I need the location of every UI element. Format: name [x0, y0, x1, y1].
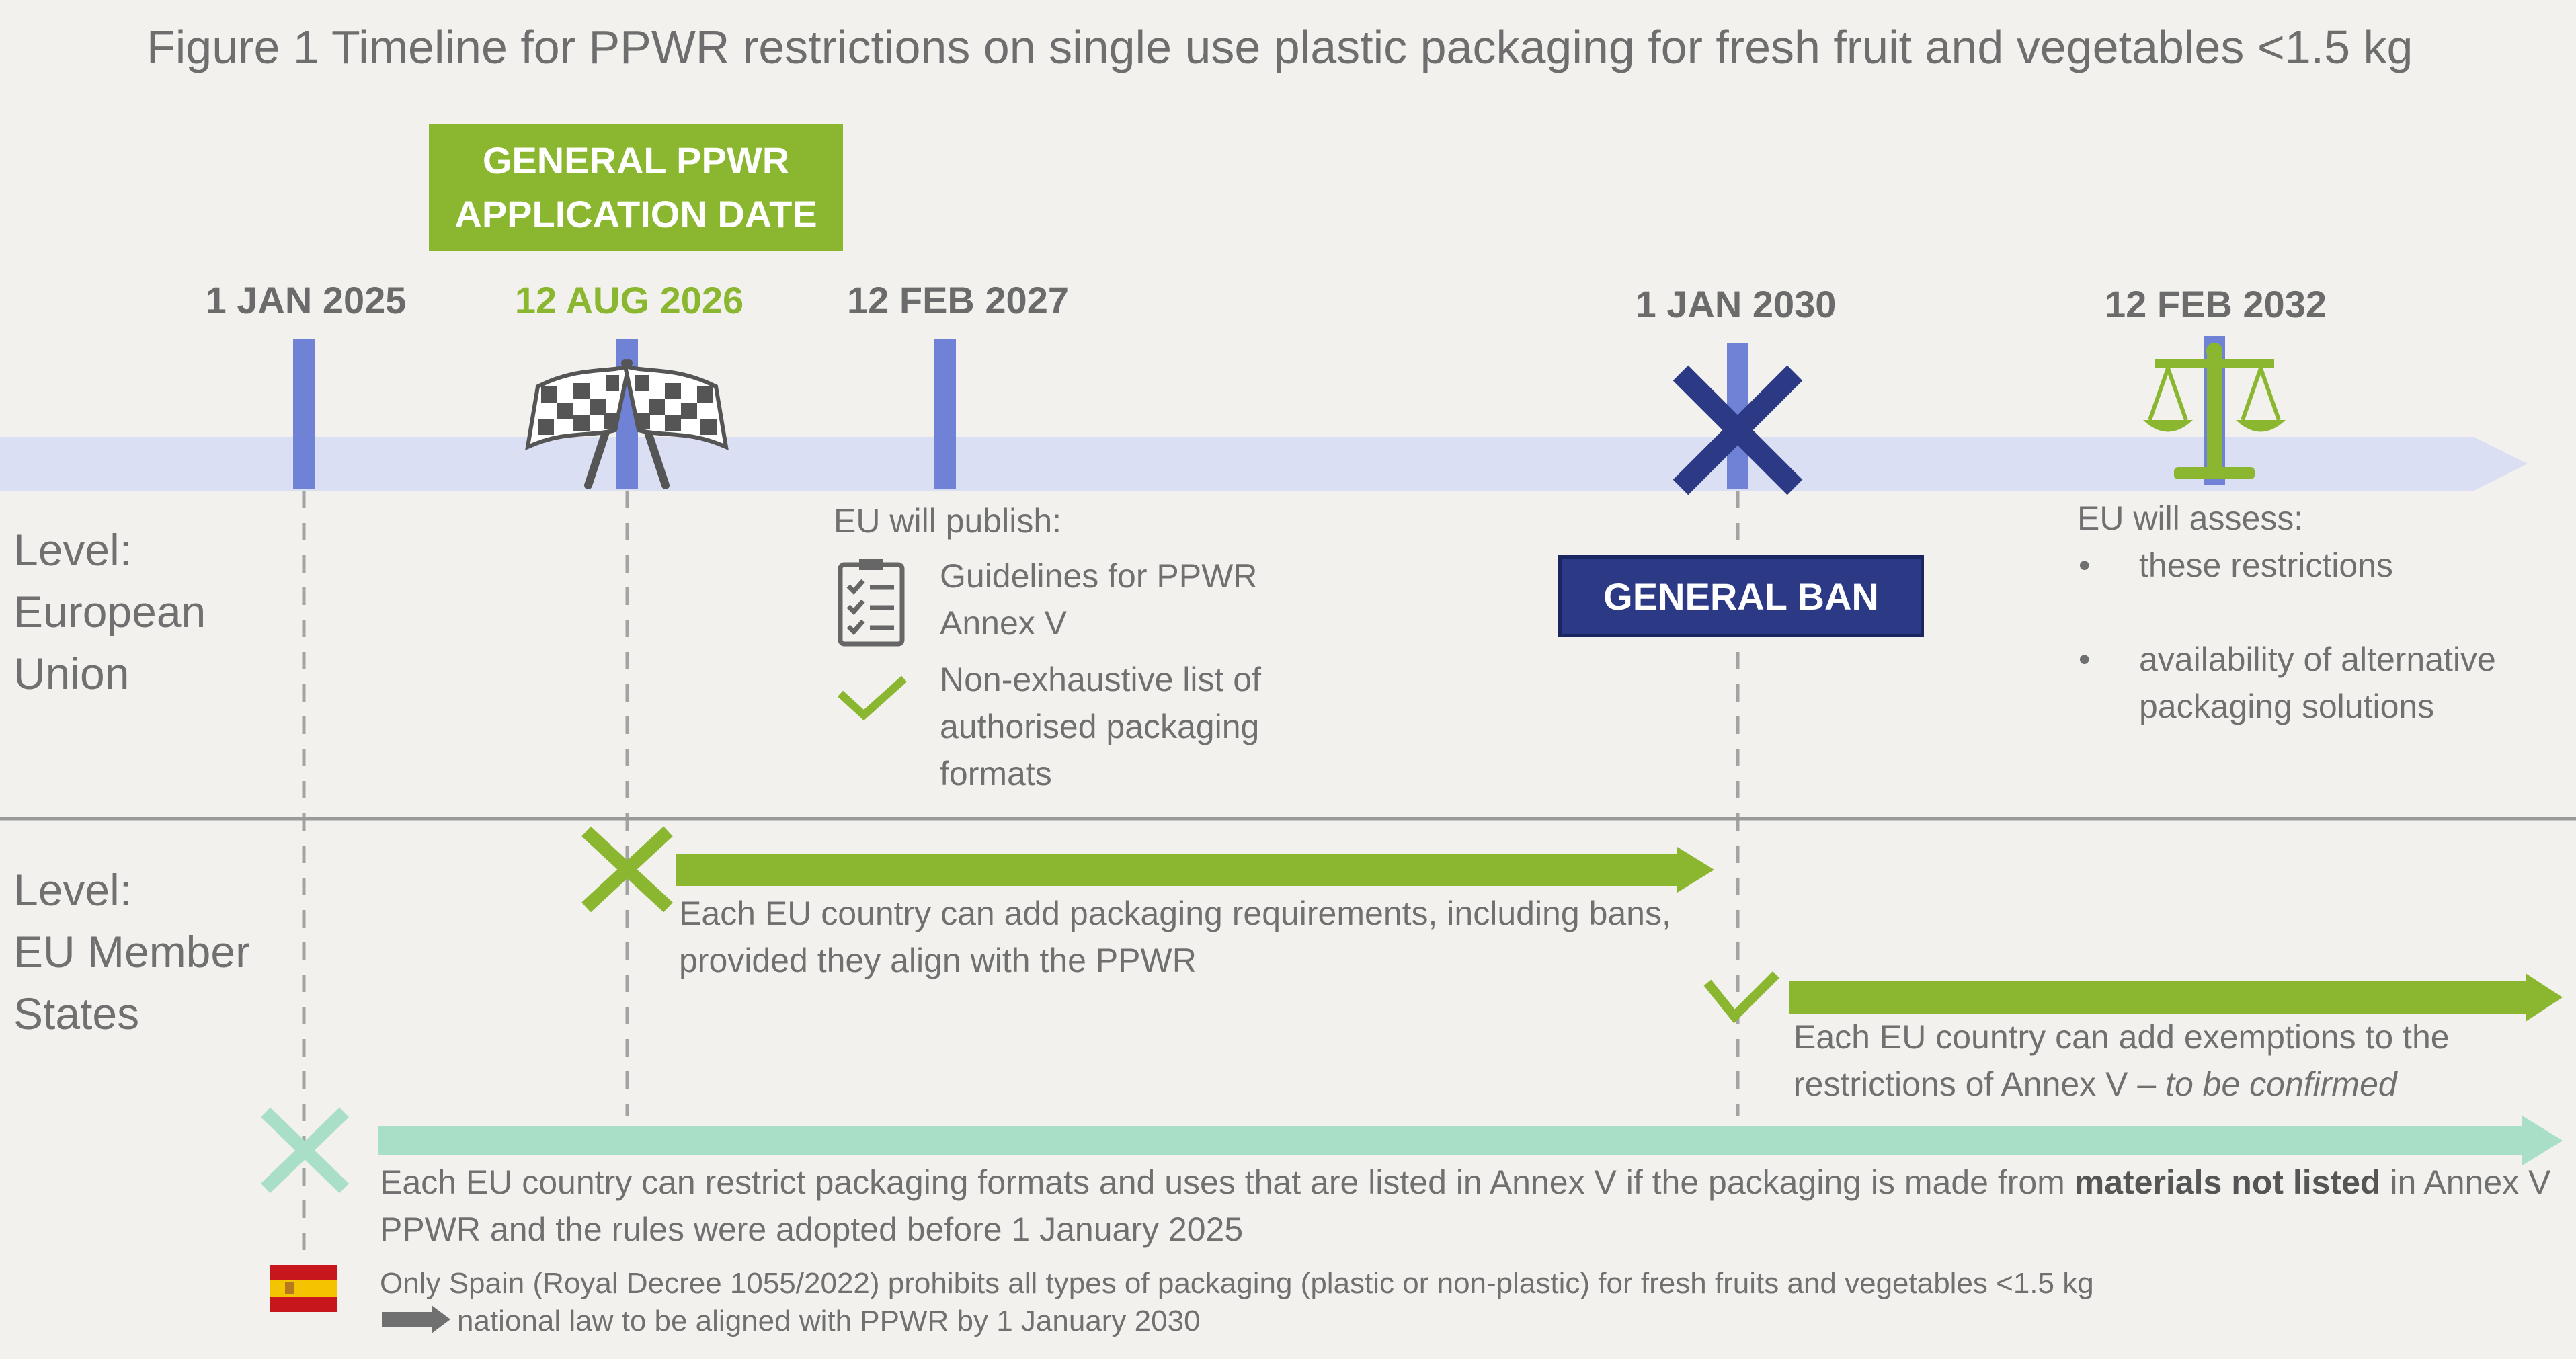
ms-row2-check-icon	[1703, 971, 1779, 1024]
ms-row1-text: Each EU country can add packaging requir…	[679, 895, 1671, 979]
ms-row2-arrow-head	[2526, 973, 2563, 1022]
level-eu-line2: European	[13, 587, 206, 636]
ms-row2-italic: to be confirmed	[2165, 1065, 2397, 1103]
checklist-icon	[838, 559, 905, 647]
application-box-line1: GENERAL PPWR	[482, 139, 790, 181]
ban-cross-icon	[1673, 365, 1803, 495]
level-ms-line2: EU Member	[13, 927, 251, 977]
date-label-2030: 1 JAN 2030	[1635, 283, 1837, 325]
level-ms-line3: States	[13, 989, 140, 1038]
level-label-eu: Level: European Union	[13, 519, 206, 704]
figure-title: Figure 1 Timeline for PPWR restrictions …	[147, 21, 2413, 73]
date-label-2025: 1 JAN 2025	[205, 279, 407, 321]
general-ban-label: GENERAL BAN	[1603, 575, 1879, 618]
application-box-line2: APPLICATION DATE	[454, 193, 817, 235]
assess-heading: EU will assess:	[2077, 499, 2304, 537]
balance-scale-icon	[2143, 343, 2286, 479]
level-eu-line3: Union	[13, 649, 130, 698]
ms-row3-pre: Each EU country can restrict packaging f…	[380, 1163, 2075, 1201]
check-icon	[837, 675, 908, 721]
application-date-box: GENERAL PPWR APPLICATION DATE	[429, 124, 843, 251]
checkered-flags-icon	[525, 359, 729, 489]
level-label-member-states: Level: EU Member States	[13, 859, 250, 1044]
arrow-right-icon	[382, 1305, 450, 1333]
ms-row3-text: Each EU country can restrict packaging f…	[380, 1159, 2558, 1253]
marker-2025	[293, 339, 315, 489]
footnote-alignment: national law to be aligned with PPWR by …	[457, 1305, 1201, 1337]
ms-row3-arrow-head	[2522, 1116, 2563, 1165]
ms-row2-main: Each EU country can add exemptions to th…	[1794, 1018, 2450, 1103]
ms-row3-cross-icon	[261, 1107, 349, 1194]
ms-row1-arrow-head	[1677, 847, 1714, 893]
footnote-spain: Only Spain (Royal Decree 1055/2022) proh…	[380, 1267, 2094, 1300]
ms-row1-arrow-shaft	[676, 854, 1681, 886]
level-eu-line1: Level:	[13, 525, 132, 575]
ms-row3-arrow-shaft	[378, 1126, 2526, 1155]
date-label-2032: 12 FEB 2032	[2105, 283, 2327, 325]
timeline-arrow	[0, 437, 2528, 491]
general-ban-box: GENERAL BAN	[1558, 555, 1924, 637]
publish-item-guidelines: Guidelines for PPWR Annex V	[940, 557, 1258, 642]
level-ms-line1: Level:	[13, 865, 132, 915]
ms-row1-cross-icon	[581, 826, 673, 913]
marker-2027	[934, 339, 956, 489]
date-label-2027: 12 FEB 2027	[847, 279, 1069, 321]
assess-item-alternatives: availability of alternative packaging so…	[2079, 636, 2556, 730]
publish-heading: EU will publish:	[834, 502, 1062, 540]
ms-row2-text: Each EU country can add exemptions to th…	[1794, 1014, 2553, 1108]
ms-row3-post: in Annex V PPWR and the rules were adopt…	[380, 1163, 2551, 1248]
spain-flag-icon	[270, 1265, 337, 1312]
ms-row3-bold: materials not listed	[2074, 1163, 2381, 1201]
assess-item-restrictions: these restrictions	[2079, 542, 2576, 589]
ms-row2-arrow-shaft	[1789, 981, 2529, 1014]
publish-item-list: Non-exhaustive list of authorised packag…	[940, 661, 1262, 792]
date-label-2026: 12 AUG 2026	[514, 279, 744, 321]
